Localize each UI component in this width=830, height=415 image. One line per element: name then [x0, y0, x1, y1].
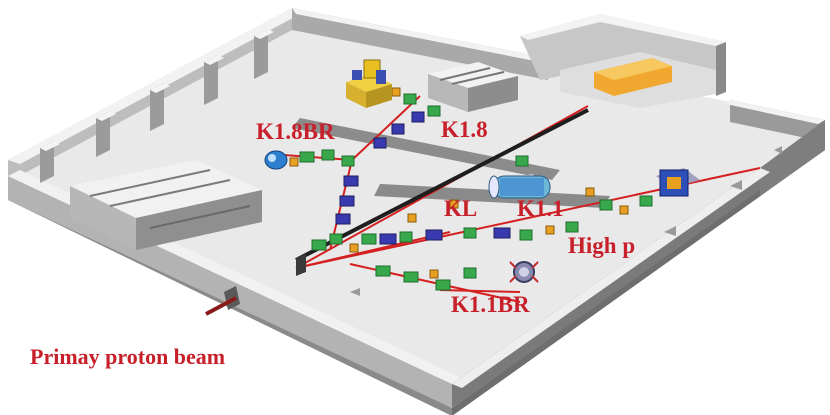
- label-k18br: K1.8BR: [256, 119, 335, 144]
- concrete-block-icon: [70, 160, 262, 250]
- primary-proton-beam-line: [205, 296, 237, 316]
- floor-right-face: [452, 142, 825, 415]
- floor-markers: [350, 146, 782, 296]
- right-wall: [730, 100, 825, 142]
- green-magnets: [299, 93, 653, 291]
- right-side-wall: [760, 120, 825, 196]
- k18br-magnet-icon: [264, 150, 288, 170]
- pillar-tops: [40, 29, 274, 151]
- k18-beam-pipe: [295, 108, 589, 262]
- label-primary-proton-beam: Primay proton beam: [30, 344, 226, 369]
- k18-spectrometer-icon: [346, 59, 392, 108]
- concrete-block-top: [428, 62, 518, 112]
- back-wall-right: [292, 8, 548, 80]
- label-k11: K1.1: [517, 196, 564, 221]
- floor: [8, 18, 825, 408]
- label-kl: KL: [444, 196, 478, 221]
- back-wall-left-top: [8, 8, 304, 164]
- label-k18: K1.8: [441, 117, 488, 142]
- blue-magnets: [335, 111, 511, 245]
- orange-magnets: [289, 87, 629, 279]
- front-wall-right-top: [452, 168, 770, 388]
- label-high-p: High p: [568, 233, 636, 258]
- right-wall-top: [726, 100, 825, 124]
- shield-rail-k18: [292, 118, 560, 180]
- kl-detector-icon: [488, 174, 552, 199]
- alcove-right-wall: [716, 42, 726, 96]
- highp-magnet-icon: [656, 168, 700, 197]
- back-wall-right-top: [292, 8, 548, 62]
- label-k11br: K1.1BR: [451, 292, 530, 317]
- k11br-detector-icon: [509, 261, 539, 283]
- alcove-wall-top: [520, 14, 726, 46]
- orange-block-top: [594, 58, 672, 80]
- pillars: [40, 29, 268, 183]
